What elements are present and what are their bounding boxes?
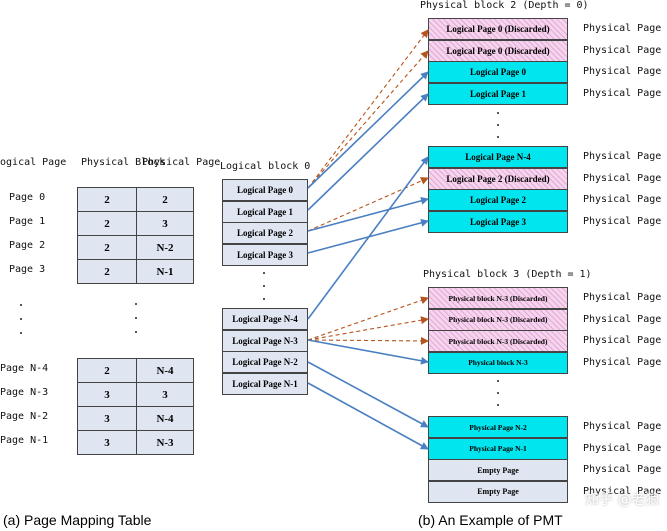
- arrow-lp0-discarded-1: [307, 29, 429, 189]
- physical-page-cell: Empty Page: [428, 480, 568, 503]
- pmt-block-cell: 2: [77, 211, 137, 236]
- pmt-page-cell: N-1: [136, 259, 194, 284]
- pmt-header-physical-block: Physical Block: [81, 157, 166, 168]
- pmt-block-cell: 3: [77, 406, 137, 431]
- physical-page-cell: Physical block N-3: [428, 351, 568, 374]
- block2-title: Physical block 2 (Depth = 0): [420, 0, 589, 11]
- pmt-row-label: Page 0: [9, 192, 46, 203]
- caption-a: (a) Page Mapping Table: [3, 512, 152, 528]
- pmt-row-label: Page 1: [9, 216, 46, 227]
- pmt-row-label: Page N-2: [0, 411, 49, 422]
- caption-b: (b) An Example of PMT: [418, 512, 563, 528]
- pmt-page-cell: 3: [136, 211, 194, 236]
- physical-page-cell: Logical Page 2 (Discarded): [428, 167, 568, 190]
- pmt-row-label: Page N-1: [0, 435, 49, 446]
- arrow-lpn1-valid: [307, 382, 429, 450]
- physical-page-label: Physical Page 2: [583, 335, 667, 346]
- arrow-lpn3-discarded-1: [307, 296, 429, 341]
- pmt-page-cell: N-4: [136, 406, 194, 431]
- physical-page-label: Physical Page 0: [583, 292, 667, 303]
- arrow-lp1-valid: [307, 93, 429, 211]
- pmt-page-cell: N-4: [136, 358, 194, 383]
- arrow-lpn3-valid: [307, 339, 429, 365]
- pmt-block-cell: 2: [77, 259, 137, 284]
- arrow-lpn4-valid: [307, 156, 429, 320]
- arrow-lp2-valid: [307, 196, 429, 232]
- pmt-block-cell: 2: [77, 358, 137, 383]
- physical-page-cell: Physical block N-3 (Discarded): [428, 330, 568, 352]
- pmt-page-cell: N-3: [136, 430, 194, 455]
- pmt-row-label: Page N-4: [0, 363, 49, 374]
- arrow-lp0-valid: [307, 71, 429, 189]
- physical-page-label: Physical Page N-3: [583, 172, 667, 184]
- physical-page-label: Physical Page 1: [583, 44, 667, 56]
- physical-page-label: Physical Page N-2: [583, 464, 667, 475]
- pmt-header-physical-page: Physical Page: [142, 157, 221, 168]
- pmt-block-cell: 3: [77, 430, 137, 455]
- physical-page-label: Physical Page 3: [583, 356, 667, 368]
- arrow-lp2-discarded: [307, 177, 429, 232]
- pmt-header-logical: Logical Page: [0, 157, 67, 168]
- physical-page-label: Physical Page N-3: [583, 442, 667, 454]
- physical-page-label: Physical Page N-1: [583, 485, 667, 497]
- pmt-page-cell: 3: [136, 382, 194, 407]
- arrow-lpn2-valid: [307, 361, 429, 428]
- physical-page-label: Physical Page N-1: [583, 215, 667, 227]
- logical-block-title: Logical block 0: [220, 161, 311, 172]
- watermark: 知乎 @老狼: [585, 492, 660, 508]
- physical-page-label: Physical Page 1: [583, 313, 667, 325]
- physical-page-cell: Physical block N-3 (Discarded): [428, 308, 568, 331]
- pmt-row-label: Page N-3: [0, 387, 49, 398]
- arrow-lp0-discarded-2: [307, 50, 429, 189]
- logical-page-cell: Logical Page 3: [222, 243, 308, 266]
- arrow-lpn3-discarded-3: [307, 336, 429, 345]
- physical-page-cell: Physical block N-3 (Discarded): [428, 287, 568, 309]
- physical-page-label: Physical Page N-4: [583, 421, 667, 432]
- pmt-page-cell: N-2: [136, 235, 194, 260]
- logical-page-cell: Logical Page N-1: [222, 372, 308, 395]
- block3-title: Physical block 3 (Depth = 1): [423, 269, 592, 280]
- pmt-row-label: Page 2: [9, 240, 46, 251]
- physical-page-label: Physical Page 2: [583, 66, 667, 77]
- physical-page-cell: Logical Page 0 (Discarded): [428, 18, 568, 40]
- physical-page-label: Physical Page 3: [583, 87, 667, 99]
- physical-page-label: Physical Page N-2: [583, 194, 667, 205]
- physical-page-label: Physical Page N-4: [583, 151, 667, 162]
- physical-page-cell: Logical Page 0 (Discarded): [428, 39, 568, 62]
- arrow-lpn3-discarded-2: [307, 316, 429, 341]
- physical-page-label: Physical Page 0: [583, 23, 667, 34]
- pmt-row-label: Page 3: [9, 264, 46, 275]
